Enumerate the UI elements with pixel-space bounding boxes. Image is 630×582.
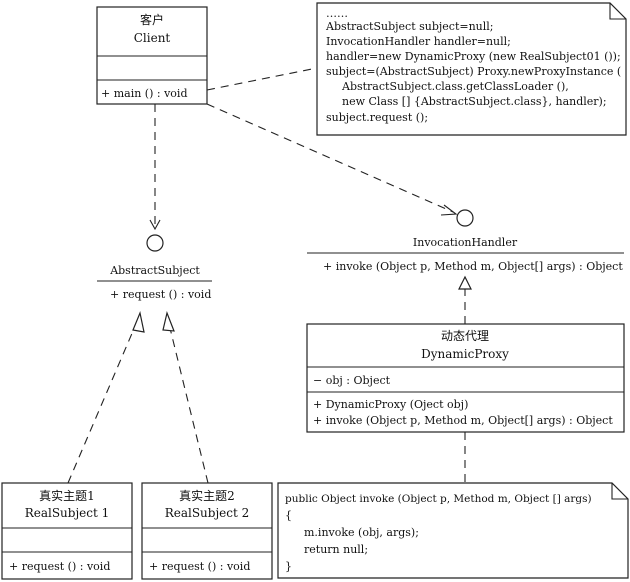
client-note-line-0: …… — [326, 7, 348, 20]
abstract-subject-name: AbstractSubject — [109, 264, 200, 277]
proxy-note: public Object invoke (Object p, Method m… — [277, 482, 629, 579]
invocation-handler-lollipop-icon — [456, 209, 474, 227]
real-subject-2-class: 真实主题2 RealSubject 2 + request () : void — [141, 482, 273, 580]
client-class: 客户 Client + main () : void — [96, 6, 208, 105]
proxy-note-line-1: { — [285, 509, 292, 522]
proxy-note-line-3: return null; — [304, 543, 368, 556]
realsubject1-realizes-abstractsubject — [67, 310, 145, 484]
client-to-abstractsubject-dependency — [149, 104, 161, 231]
dynamic-proxy-method-0: + DynamicProxy (Oject obj) — [313, 398, 468, 411]
dynamic-proxy-class: 动态代理 DynamicProxy − obj : Object + Dynam… — [306, 323, 625, 433]
realization-arrowhead-icon — [132, 310, 145, 333]
abstract-subject-lollipop-icon — [146, 234, 164, 252]
real-subject-2-method: + request () : void — [149, 560, 250, 573]
client-note-line-2: InvocationHandler handler=null; — [326, 35, 511, 48]
real-subject-1-name-zh: 真实主题1 — [39, 488, 95, 503]
invocation-handler-name: InvocationHandler — [413, 236, 518, 249]
client-note-line-6: new Class [] {AbstractSubject.class}, ha… — [342, 95, 607, 108]
real-subject-1-method: + request () : void — [9, 560, 110, 573]
client-note-anchor — [206, 67, 318, 91]
client-note-line-3: handler=new DynamicProxy (new RealSubjec… — [326, 50, 621, 63]
abstract-subject-method: + request () : void — [110, 288, 211, 301]
client-note-line-1: AbstractSubject subject=null; — [325, 20, 494, 33]
dynamic-proxy-name-zh: 动态代理 — [441, 329, 489, 343]
client-note-line-5: AbstractSubject.class.getClassLoader (), — [341, 80, 569, 93]
proxy-realizes-handler — [458, 275, 472, 324]
realization-arrowhead-icon — [162, 310, 175, 332]
realsubject2-realizes-abstractsubject — [162, 310, 209, 484]
invocation-handler-interface: InvocationHandler + invoke (Object p, Me… — [307, 209, 624, 273]
client-name-zh: 客户 — [140, 12, 164, 27]
client-note-line-7: subject.request (); — [326, 111, 428, 124]
realization-arrowhead-icon — [458, 275, 472, 290]
client-note: …… AbstractSubject subject=null; Invocat… — [316, 2, 627, 136]
real-subject-2-name-zh: 真实主题2 — [179, 488, 235, 503]
real-subject-2-name-en: RealSubject 2 — [165, 506, 250, 520]
client-to-invocationhandler-dependency — [206, 103, 458, 216]
client-name-en: Client — [134, 31, 171, 45]
client-note-line-4: subject=(AbstractSubject) Proxy.newProxy… — [326, 65, 621, 78]
real-subject-1-class: 真实主题1 RealSubject 1 + request () : void — [1, 482, 133, 580]
proxy-note-line-0: public Object invoke (Object p, Method m… — [285, 493, 592, 505]
dynamic-proxy-name-en: DynamicProxy — [421, 347, 509, 361]
abstract-subject-interface: AbstractSubject + request () : void — [97, 234, 212, 301]
invocation-handler-method: + invoke (Object p, Method m, Object[] a… — [323, 260, 623, 273]
dynamic-proxy-method-1: + invoke (Object p, Method m, Object[] a… — [313, 414, 613, 427]
proxy-note-line-2: m.invoke (obj, args); — [304, 526, 419, 539]
client-method: + main () : void — [101, 87, 187, 100]
dynamic-proxy-attribute: − obj : Object — [313, 374, 391, 387]
real-subject-1-name-en: RealSubject 1 — [25, 506, 110, 520]
proxy-note-line-4: } — [285, 560, 292, 573]
